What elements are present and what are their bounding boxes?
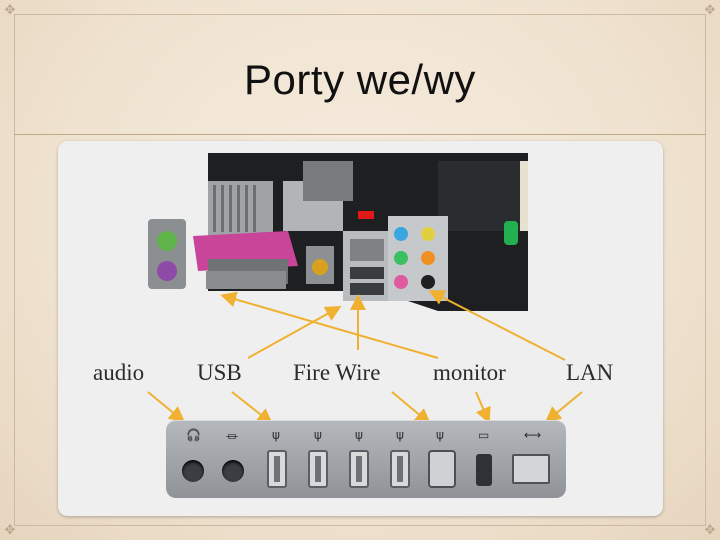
label-lan: LAN [566,360,614,385]
firewire-icon: ψ [436,428,444,442]
corner-ornament-icon: ✥ [4,2,16,17]
monitor-port [476,454,492,486]
usb-port [267,450,287,488]
corner-ornament-icon: ✥ [4,522,16,537]
slide-title: Porty we/wy [244,56,476,103]
label-usb: USB [197,360,242,385]
rear-port-panel: 🎧 ⏛ ψ ψ ψ ψ ψ ▭ ⟷ [166,420,566,498]
usb-port [390,450,410,488]
ethernet-icon: ⟷ [524,428,542,442]
corner-ornament-icon: ✥ [704,522,716,537]
label-audio: audio [93,360,145,385]
usb-icon: ψ [314,428,322,442]
usb-icon: ψ [396,428,404,442]
ethernet-port [512,454,550,484]
corner-ornament-icon: ✥ [704,2,716,17]
title-divider [14,134,706,135]
label-monitor: monitor [433,360,506,385]
headphones-icon: 🎧 [186,428,201,442]
usb-port [308,450,328,488]
slide-frame [14,14,706,526]
label-firewire: Fire Wire [293,360,381,385]
display-port-icon: ▭ [478,428,490,442]
firewire-port [428,450,456,488]
usb-icon: ψ [355,428,363,442]
audio-in-icon: ⏛ [226,430,239,444]
audio-in-jack [222,460,244,482]
headphone-jack [182,460,204,482]
ports-photo [58,141,663,516]
usb-port [349,450,369,488]
usb-icon: ψ [272,428,280,442]
